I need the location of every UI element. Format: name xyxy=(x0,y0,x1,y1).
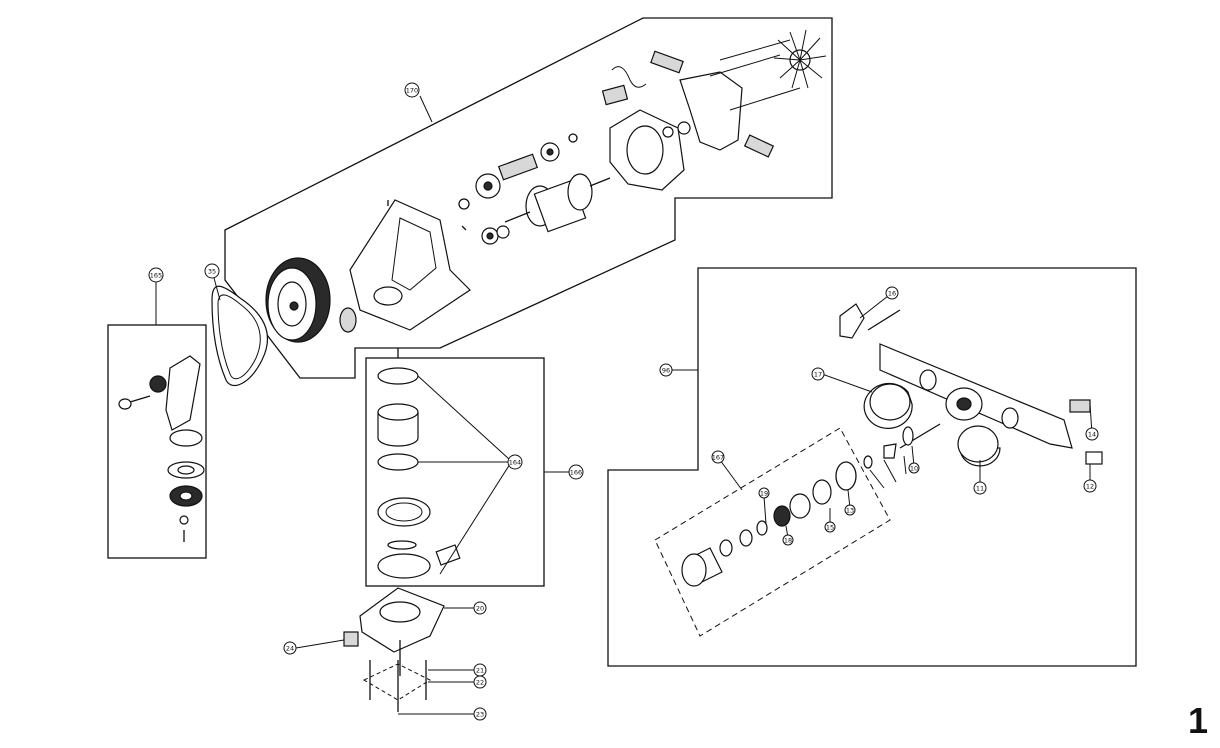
valve-subassembly-outline xyxy=(654,427,891,637)
svg-text:20: 20 xyxy=(476,605,484,613)
svg-text:14: 14 xyxy=(1088,431,1096,439)
callout-35: 35 xyxy=(204,263,220,279)
callout-10: 10 xyxy=(908,462,920,474)
svg-text:164: 164 xyxy=(509,459,521,467)
page-number: 1 xyxy=(1187,700,1208,741)
connecting-rod-parts xyxy=(118,355,205,542)
svg-text:96: 96 xyxy=(662,367,670,375)
callout-19: 19 xyxy=(758,487,770,499)
callout-170: 170 xyxy=(404,82,420,98)
crankcase xyxy=(349,199,471,331)
svg-text:18: 18 xyxy=(784,537,792,545)
callout-15: 15 xyxy=(824,521,836,533)
drive-belt xyxy=(211,285,269,386)
svg-text:170: 170 xyxy=(406,87,418,95)
svg-text:23: 23 xyxy=(476,711,484,719)
svg-text:165: 165 xyxy=(150,272,162,280)
svg-text:35: 35 xyxy=(208,268,216,276)
svg-text:12: 12 xyxy=(1086,483,1094,491)
callout-164: 164 xyxy=(507,454,523,470)
lower-bearings xyxy=(481,225,510,245)
cylinder-parts xyxy=(377,367,461,579)
manifold xyxy=(839,303,1103,467)
svg-text:17: 17 xyxy=(814,371,822,379)
con-rod-box xyxy=(107,324,207,559)
callout-21: 21 xyxy=(473,663,487,677)
callout-14: 14 xyxy=(1085,427,1099,441)
tie-rods xyxy=(709,39,801,111)
svg-text:16: 16 xyxy=(888,290,896,298)
drive-pinion xyxy=(339,307,357,333)
brush-holder-top xyxy=(601,50,684,106)
callout-23: 23 xyxy=(473,707,487,721)
callout-167: 167 xyxy=(711,450,725,464)
callout-165: 165 xyxy=(148,267,164,283)
callout-24: 24 xyxy=(283,641,297,655)
callout-13: 13 xyxy=(844,504,856,516)
callout-16: 16 xyxy=(885,286,899,300)
callout-17: 17 xyxy=(811,367,825,381)
callout-166: 166 xyxy=(568,464,584,480)
svg-text:11: 11 xyxy=(976,485,984,493)
svg-text:166: 166 xyxy=(570,469,582,477)
svg-text:21: 21 xyxy=(476,667,484,675)
rotor xyxy=(504,173,611,233)
svg-text:22: 22 xyxy=(476,679,484,687)
callout-96: 96 xyxy=(659,363,673,377)
callout-20: 20 xyxy=(473,601,487,615)
pulley xyxy=(265,257,331,343)
svg-text:15: 15 xyxy=(826,524,834,532)
svg-text:19: 19 xyxy=(760,490,768,498)
valve-head xyxy=(343,348,445,712)
callout-12: 12 xyxy=(1083,479,1097,493)
brush-holder-bottom xyxy=(743,134,775,158)
callout-11: 11 xyxy=(973,481,987,495)
cooling-fan xyxy=(773,29,827,89)
svg-text:13: 13 xyxy=(846,507,854,515)
callout-18: 18 xyxy=(782,534,794,546)
svg-text:10: 10 xyxy=(910,465,918,473)
callout-22: 22 xyxy=(473,675,487,689)
valve-subassembly-parts xyxy=(681,426,914,587)
motor-assembly-outline xyxy=(224,17,833,379)
valve-assembly-outline xyxy=(607,267,1137,667)
svg-text:24: 24 xyxy=(286,645,294,653)
svg-text:167: 167 xyxy=(712,454,724,462)
upper-shaft-bearings xyxy=(458,133,578,210)
end-bracket xyxy=(679,71,743,151)
